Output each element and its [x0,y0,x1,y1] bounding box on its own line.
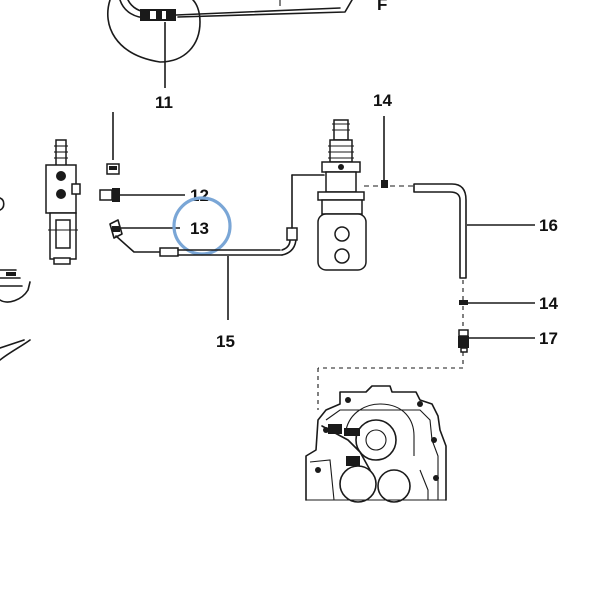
callout-14-top: 14 [373,91,392,110]
fitting-17 [317,329,535,410]
engine-housing [305,385,447,503]
callout-f-partial: F [377,0,387,14]
fitting-14-top [364,116,414,188]
highlight-ring [172,196,232,256]
callout-15: 15 [216,332,235,351]
callout-17: 17 [539,329,558,348]
callout-13: 13 [190,219,209,238]
left-valve-assembly [45,139,81,265]
center-cylinder-assembly [317,119,367,271]
detail-circle-11 [106,0,353,88]
tube-16 [413,183,535,279]
line-15 [115,174,325,320]
callout-14-lower: 14 [539,294,558,313]
callout-12: 12 [190,186,209,205]
left-edge-fragment [0,197,31,361]
callout-11: 11 [155,93,173,112]
fitting-14-lower [459,280,535,328]
fittings-12-13 [99,112,185,239]
callout-16: 16 [539,216,558,235]
